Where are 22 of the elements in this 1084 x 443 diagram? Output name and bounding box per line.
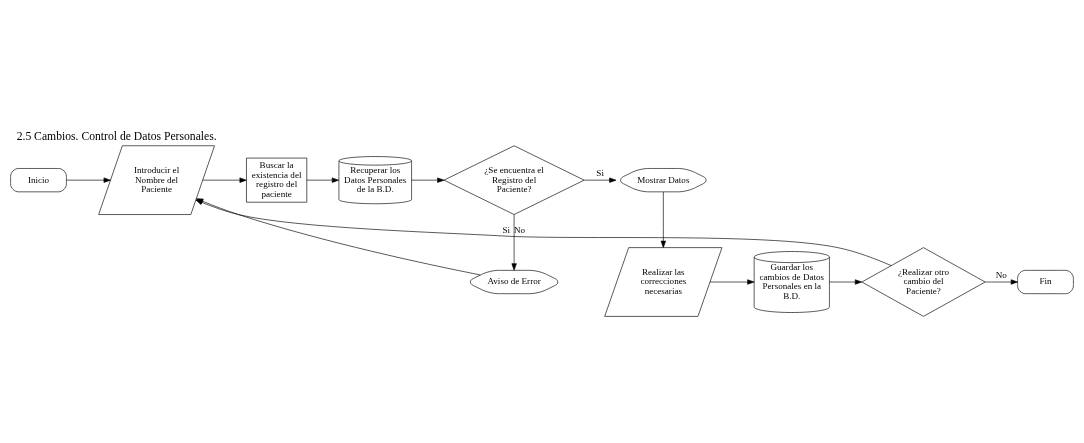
node-diamond: ¿Se encuentra el Registro del Paciente? xyxy=(443,144,585,215)
arrow xyxy=(411,177,445,183)
arrow xyxy=(584,177,617,183)
arrow xyxy=(829,278,863,285)
edge-label: No xyxy=(995,269,1007,280)
arrow xyxy=(202,177,247,183)
node-box: Inicio xyxy=(10,167,67,192)
node-ellipse: Aviso de Error xyxy=(470,269,559,294)
edge-label: Si xyxy=(596,167,604,178)
diagram-title: 2.5 Cambios. Control de Datos Personales. xyxy=(16,129,217,143)
arrow xyxy=(660,191,666,248)
edge-label: Si xyxy=(502,224,511,235)
arrow xyxy=(66,177,111,183)
node-box: Buscar la existencia del registro del paciente xyxy=(246,157,308,203)
arrow xyxy=(984,278,1018,285)
node-diamond: ¿Realizar otro cambio del Paciente? xyxy=(861,246,986,317)
edge-label: No xyxy=(514,224,526,235)
node-box: Fin xyxy=(1017,269,1074,294)
node-ellipse: Mostrar Datos xyxy=(620,167,707,192)
arrow xyxy=(709,278,755,285)
arrow xyxy=(306,177,339,183)
arrow xyxy=(511,213,517,270)
